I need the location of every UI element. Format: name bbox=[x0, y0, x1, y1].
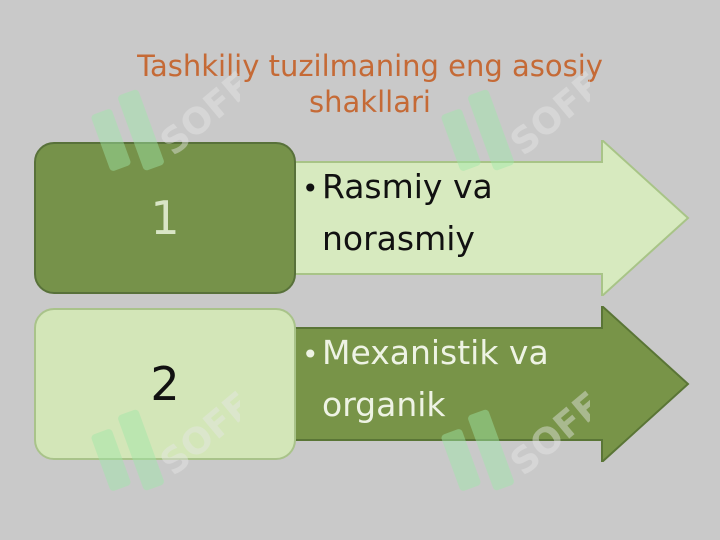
item-2-line-1: Mexanistik va bbox=[322, 333, 549, 372]
item-1-line-1: Rasmiy va bbox=[322, 167, 493, 206]
item-2-line-2: organik bbox=[322, 385, 446, 424]
title-line-2: shakllari bbox=[309, 85, 431, 119]
item-text-2: •Mexanistik va organik bbox=[302, 328, 632, 430]
item-text-1: •Rasmiy va norasmiy bbox=[302, 162, 632, 264]
bullet-icon: • bbox=[302, 338, 319, 371]
number-box-2: 2 bbox=[34, 308, 296, 460]
number-label-2: 2 bbox=[150, 357, 180, 411]
arrow-2 bbox=[250, 306, 690, 462]
item-1-line-2: norasmiy bbox=[322, 219, 475, 258]
slide-title: Tashkiliy tuzilmaning eng asosiy shaklla… bbox=[60, 48, 680, 120]
number-box-1: 1 bbox=[34, 142, 296, 294]
arrow-1 bbox=[250, 140, 690, 296]
title-line-1: Tashkiliy tuzilmaning eng asosiy bbox=[137, 49, 603, 83]
bullet-icon: • bbox=[302, 172, 319, 205]
number-label-1: 1 bbox=[150, 191, 180, 245]
